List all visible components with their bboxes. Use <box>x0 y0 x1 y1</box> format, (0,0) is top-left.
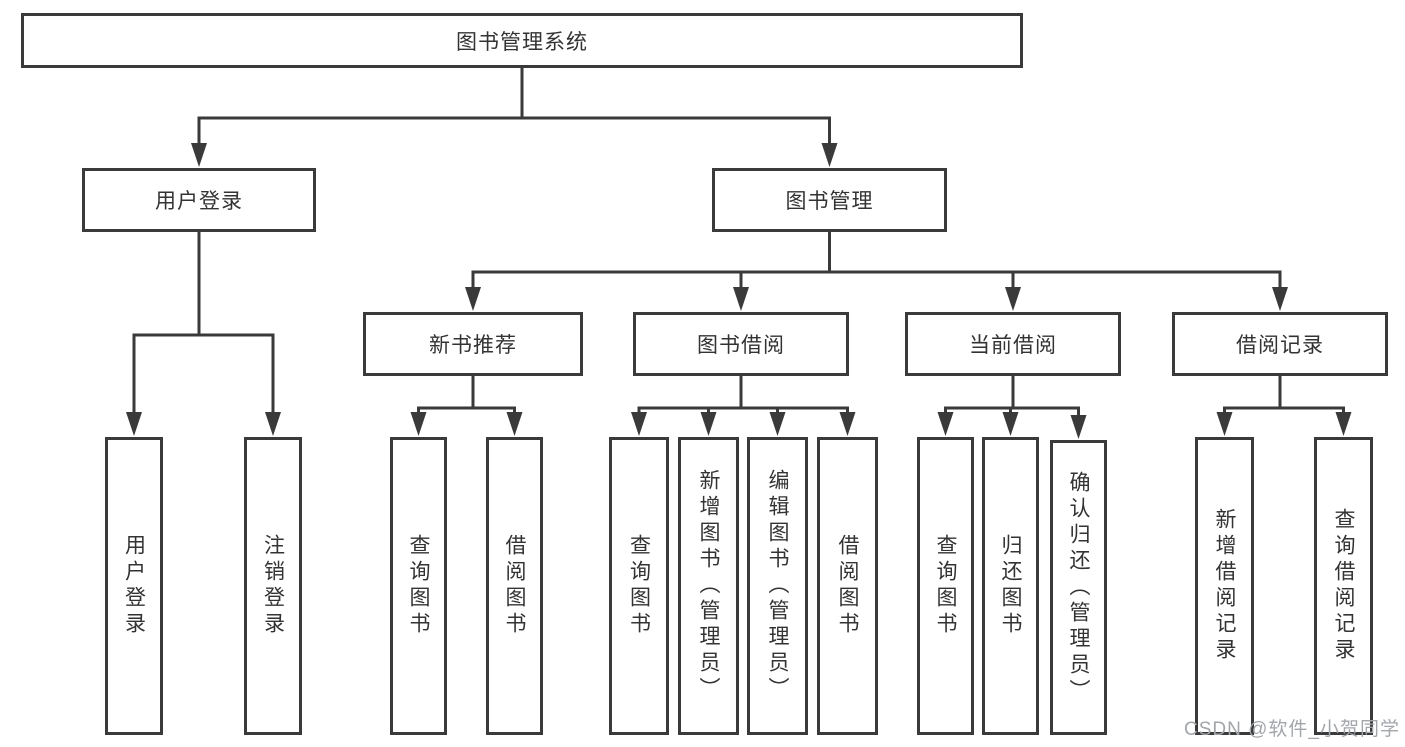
box-label-leaf-borrow-book-1: 借阅图书 <box>503 534 526 638</box>
box-leaf-query-book-1: 查询图书 <box>390 437 447 735</box>
arrowhead-to-new-book-rec <box>465 287 481 311</box>
arrowhead-to-leaf-confirm-return <box>1070 415 1087 439</box>
arrowhead-to-leaf-add-book <box>700 412 717 436</box>
box-label-leaf-query-book-2: 查询图书 <box>627 534 651 638</box>
box-leaf-query-book-2: 查询图书 <box>609 437 669 735</box>
box-label-leaf-add-book: 新增图书（管理员） <box>697 469 720 703</box>
arrowhead-to-leaf-add-borrow-record <box>1216 412 1233 436</box>
box-label-book-borrow: 图书借阅 <box>697 334 785 357</box>
connector-book-mgmt <box>465 232 1288 311</box>
box-label-current-borrow: 当前借阅 <box>969 334 1057 357</box>
box-label-leaf-query-book-3: 查询图书 <box>934 534 957 638</box>
arrowhead-to-leaf-query-borrow-record <box>1335 412 1352 436</box>
box-label-user-login: 用户登录 <box>155 190 243 213</box>
box-label-leaf-query-borrow-record: 查询借阅记录 <box>1332 508 1355 664</box>
box-borrow-records: 借阅记录 <box>1172 312 1388 376</box>
box-label-leaf-user-login: 用户登录 <box>122 534 146 638</box>
arrowhead-to-leaf-query-book-2 <box>631 412 647 436</box>
box-label-leaf-borrow-book-2: 借阅图书 <box>836 534 859 638</box>
box-leaf-edit-book: 编辑图书（管理员） <box>747 437 808 735</box>
box-label-leaf-edit-book: 编辑图书（管理员） <box>766 469 789 703</box>
box-root: 图书管理系统 <box>21 13 1023 68</box>
box-book-mgmt: 图书管理 <box>712 168 947 232</box>
arrowhead-to-leaf-edit-book <box>769 412 786 436</box>
box-book-borrow: 图书借阅 <box>633 312 849 376</box>
connector-book-borrow <box>631 376 856 436</box>
arrowhead-to-leaf-return-book <box>1002 412 1019 436</box>
box-leaf-borrow-book-1: 借阅图书 <box>486 437 543 735</box>
arrowhead-to-leaf-user-login <box>126 412 142 436</box>
box-current-borrow: 当前借阅 <box>905 312 1121 376</box>
connector-new-book-rec <box>410 376 523 436</box>
arrowhead-to-current-borrow <box>1005 287 1021 311</box>
box-leaf-query-book-3: 查询图书 <box>917 437 974 735</box>
box-leaf-add-book: 新增图书（管理员） <box>678 437 739 735</box>
box-label-borrow-records: 借阅记录 <box>1236 334 1324 357</box>
connector-borrow-records <box>1216 376 1352 436</box>
box-leaf-user-login: 用户登录 <box>105 437 163 735</box>
box-label-new-book-rec: 新书推荐 <box>429 334 517 357</box>
box-label-root: 图书管理系统 <box>456 30 588 54</box>
box-leaf-logout: 注销登录 <box>244 437 302 735</box>
arrowhead-to-book-borrow <box>733 287 749 311</box>
box-leaf-query-borrow-record: 查询借阅记录 <box>1314 437 1373 735</box>
arrowhead-to-leaf-logout <box>265 412 281 436</box>
connector-current-borrow <box>937 376 1087 439</box>
box-leaf-add-borrow-record: 新增借阅记录 <box>1195 437 1254 735</box>
box-new-book-rec: 新书推荐 <box>363 312 583 376</box>
box-label-leaf-add-borrow-record: 新增借阅记录 <box>1213 508 1236 664</box>
box-leaf-borrow-book-2: 借阅图书 <box>817 437 878 735</box>
connector-root <box>191 68 838 167</box>
arrowhead-to-leaf-query-book-3 <box>937 412 954 436</box>
arrowhead-to-leaf-borrow-book-2 <box>839 412 856 436</box>
box-user-login: 用户登录 <box>82 168 316 232</box>
arrowhead-to-leaf-query-book-1 <box>410 412 427 436</box>
arrowhead-to-leaf-borrow-book-1 <box>506 412 523 436</box>
watermark-csdn: CSDN @软件_小贺同学 <box>1184 719 1400 740</box>
arrowhead-to-user-login <box>191 143 207 167</box>
box-leaf-confirm-return: 确认归还（管理员） <box>1050 440 1107 735</box>
box-leaf-return-book: 归还图书 <box>982 437 1039 735</box>
box-label-leaf-return-book: 归还图书 <box>999 534 1022 638</box>
box-label-leaf-confirm-return: 确认归还（管理员） <box>1067 470 1090 705</box>
arrowhead-to-borrow-records <box>1272 287 1288 311</box>
box-label-leaf-query-book-1: 查询图书 <box>407 534 430 638</box>
arrowhead-to-book-mgmt <box>821 143 838 167</box>
connector-user-login <box>126 232 281 436</box>
box-label-book-mgmt: 图书管理 <box>785 190 874 213</box>
box-label-leaf-logout: 注销登录 <box>261 534 285 638</box>
